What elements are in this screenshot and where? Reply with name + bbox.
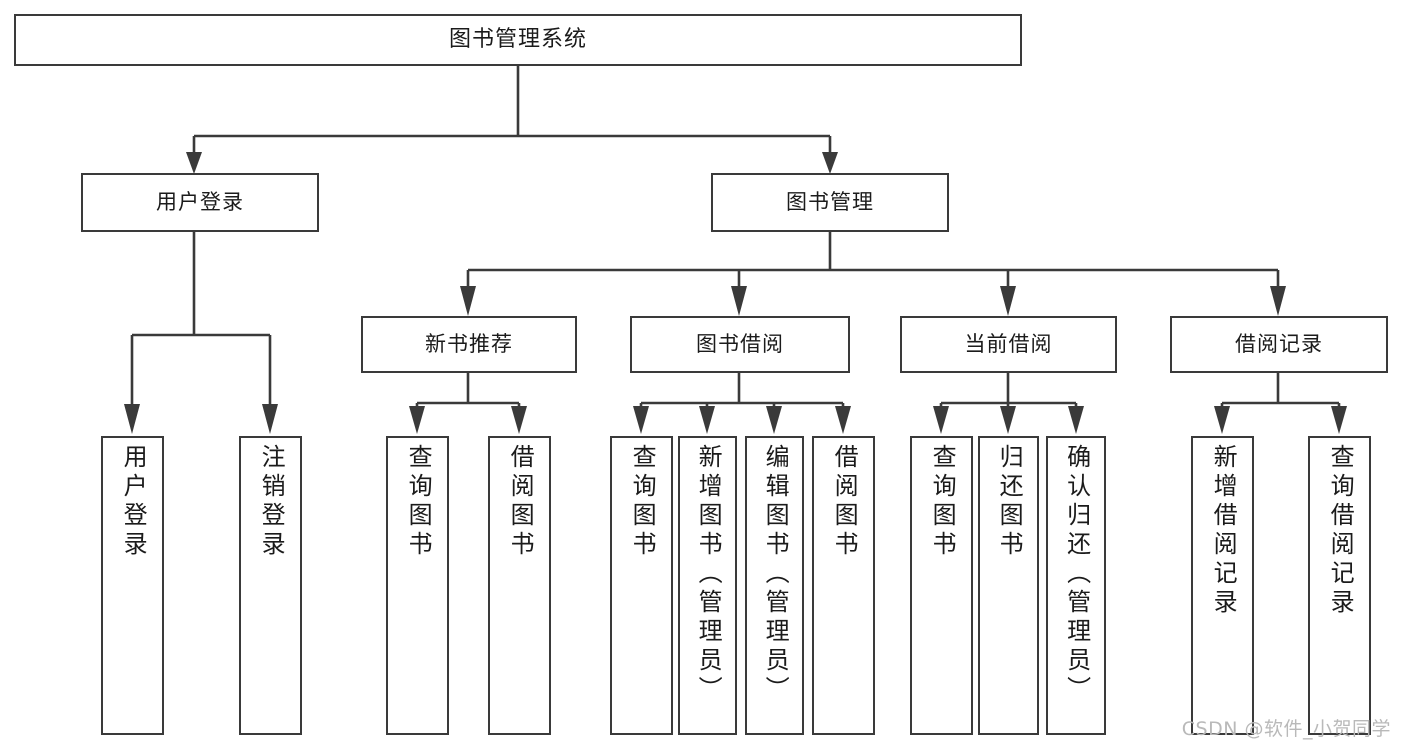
arrow-borrow-record-leaf2	[1331, 406, 1347, 434]
node-label: 新书推荐	[425, 332, 513, 357]
node-label: 用户登录	[119, 444, 148, 560]
node-label: 借阅记录	[1235, 332, 1323, 357]
node-label: 查询借阅记录	[1326, 444, 1355, 618]
leaf-book-borrow-query-book[interactable]: 查询图书	[610, 436, 673, 735]
node-borrow-record[interactable]: 借阅记录	[1170, 316, 1388, 373]
leaf-book-borrow-borrow-book[interactable]: 借阅图书	[812, 436, 875, 735]
arrow-book-borrow-leaf2	[699, 406, 715, 434]
arrow-book-borrow-leaf1	[633, 406, 649, 434]
arrow-current-borrow-leaf1	[933, 406, 949, 434]
node-label: 注销登录	[257, 444, 286, 560]
leaf-user-login-login[interactable]: 用户登录	[101, 436, 164, 735]
node-label: 图书管理系统	[448, 27, 587, 53]
node-label: 借阅图书	[830, 444, 859, 560]
arrow-borrow-record-leaf1	[1214, 406, 1230, 434]
node-book-management[interactable]: 图书管理	[711, 173, 949, 232]
node-label: 新增图书（管理员）	[694, 444, 723, 705]
node-root-book-management-system[interactable]: 图书管理系统	[14, 14, 1022, 66]
arrow-current-borrow-leaf2	[1000, 406, 1016, 434]
node-label: 图书借阅	[696, 332, 784, 357]
arrow-user-login-leaf2	[262, 404, 278, 434]
leaf-borrow-record-query-record[interactable]: 查询借阅记录	[1308, 436, 1371, 735]
leaf-user-login-logout[interactable]: 注销登录	[239, 436, 302, 735]
node-new-book-recommend[interactable]: 新书推荐	[361, 316, 577, 373]
leaf-current-borrow-query-book[interactable]: 查询图书	[910, 436, 973, 735]
arrow-new-book-leaf2	[511, 406, 527, 434]
node-label: 确认归还（管理员）	[1062, 444, 1091, 705]
arrow-to-borrow-record	[1270, 286, 1286, 316]
leaf-book-borrow-add-book-admin[interactable]: 新增图书（管理员）	[678, 436, 737, 735]
node-book-borrow[interactable]: 图书借阅	[630, 316, 850, 373]
watermark: CSDN @软件_小贺同学	[1181, 718, 1391, 740]
leaf-new-book-borrow-book[interactable]: 借阅图书	[488, 436, 551, 735]
arrow-to-current-borrow	[1000, 286, 1016, 316]
arrow-current-borrow-leaf3	[1068, 406, 1084, 434]
arrow-to-book-mgmt	[822, 152, 838, 174]
arrow-to-book-borrow	[731, 286, 747, 316]
leaf-new-book-query-book[interactable]: 查询图书	[386, 436, 449, 735]
node-user-login[interactable]: 用户登录	[81, 173, 319, 232]
arrow-to-user-login	[186, 152, 202, 174]
node-label: 查询图书	[628, 444, 657, 560]
node-label: 编辑图书（管理员）	[761, 444, 790, 705]
leaf-borrow-record-add-record[interactable]: 新增借阅记录	[1191, 436, 1254, 735]
arrow-book-borrow-leaf4	[835, 406, 851, 434]
arrow-new-book-leaf1	[409, 406, 425, 434]
arrow-book-borrow-leaf3	[766, 406, 782, 434]
node-current-borrow[interactable]: 当前借阅	[900, 316, 1117, 373]
node-label: 查询图书	[404, 444, 433, 560]
node-label: 用户登录	[156, 190, 244, 215]
node-label: 当前借阅	[964, 332, 1053, 357]
node-label: 查询图书	[928, 444, 957, 560]
leaf-current-borrow-confirm-return-admin[interactable]: 确认归还（管理员）	[1046, 436, 1106, 735]
leaf-current-borrow-return-book[interactable]: 归还图书	[978, 436, 1039, 735]
arrow-to-new-book	[460, 286, 476, 316]
node-label: 借阅图书	[506, 444, 535, 560]
leaf-book-borrow-edit-book-admin[interactable]: 编辑图书（管理员）	[745, 436, 804, 735]
arrow-user-login-leaf1	[124, 404, 140, 434]
node-label: 图书管理	[786, 190, 874, 215]
node-label: 新增借阅记录	[1209, 444, 1238, 618]
node-label: 归还图书	[995, 444, 1024, 560]
